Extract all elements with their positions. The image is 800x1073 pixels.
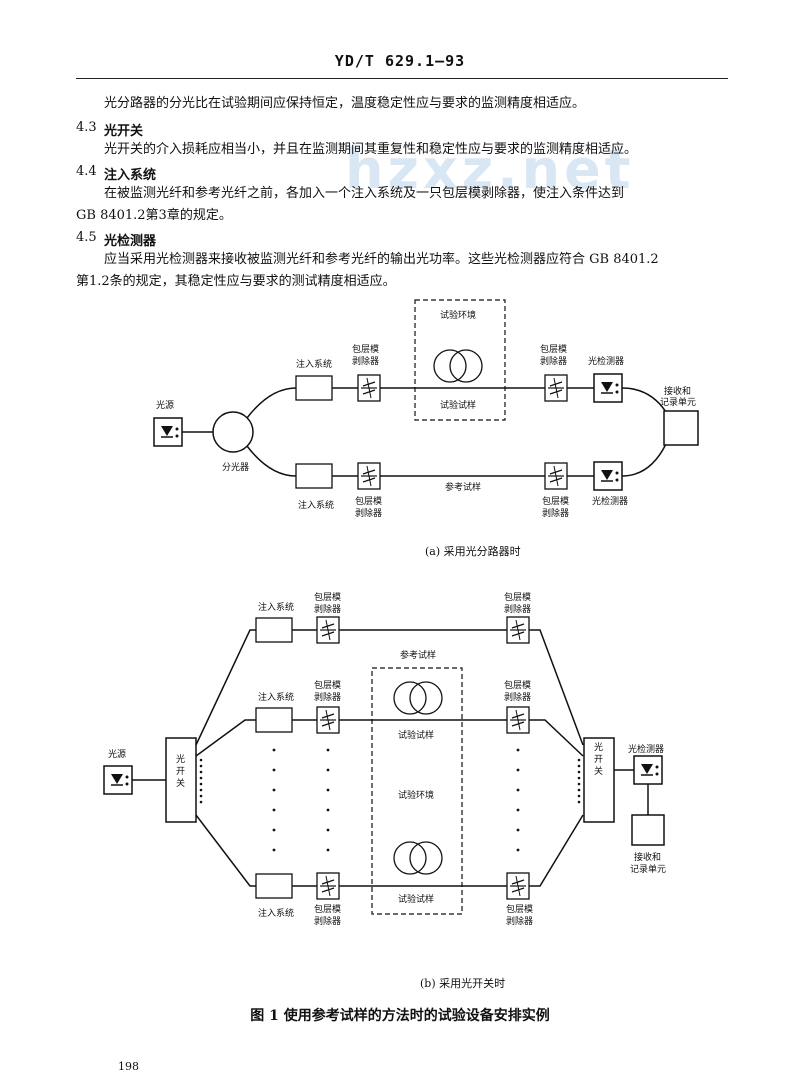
detector-top-label: 光检测器: [588, 355, 624, 367]
injection-b-1: [255, 617, 293, 643]
test-env-b-label: 试验环境: [398, 789, 434, 801]
ref-sample-a-label: 参考试样: [445, 481, 481, 493]
section-4-4-number: 4.4: [76, 164, 97, 179]
injection-b-2: [255, 707, 293, 733]
switch-right-l1: 光: [594, 741, 603, 753]
stripper2-label-l2: 剥除器: [355, 507, 382, 519]
section-4-5-title: 光检测器: [104, 234, 157, 249]
switch-left-l2: 开: [176, 766, 185, 777]
injection-b-3: [255, 873, 293, 899]
injection-system-bottom: [295, 463, 333, 489]
receive-record-unit-a: [663, 410, 699, 446]
injection-b-1-label: 注入系统: [258, 601, 294, 613]
stripper-b2-l1: 包层模: [504, 591, 531, 603]
figure-title: 图 1 使用参考试样的方法时的试验设备安排实例: [250, 1008, 550, 1024]
figure-b-caption: (b) 采用光开关时: [420, 977, 506, 990]
stripper-b3-l2: 剥除器: [314, 691, 341, 703]
stripper1-label-l1: 包层模: [352, 343, 379, 355]
injection-bottom-label: 注入系统: [298, 499, 334, 511]
injection-top-label: 注入系统: [296, 358, 332, 370]
test-sample-b1-label: 试验试样: [398, 729, 434, 741]
switch-right-l2: 开: [594, 754, 603, 765]
recv-a-label-l2: 记录单元: [660, 396, 696, 408]
ref-sample-b-label: 参考试样: [400, 649, 436, 661]
paragraph-switch: 光开关的介入损耗应相当小，并且在监测期间其重复性和稳定性应与要求的监测精度相适应…: [104, 142, 638, 157]
stripper-b3-l1: 包层模: [314, 679, 341, 691]
detector-b-label: 光检测器: [628, 743, 664, 755]
light-source-a-label: 光源: [156, 399, 174, 411]
injection-system-top: [295, 375, 333, 401]
test-env-a-label: 试验环境: [440, 309, 476, 321]
injection-b-3-label: 注入系统: [258, 907, 294, 919]
paragraph-injection-line2: GB 8401.2第3章的规定。: [76, 208, 232, 223]
paragraph-detector-line2: 第1.2条的规定，其稳定性应与要求的测试精度相适应。: [76, 274, 396, 289]
switch-right-l3: 关: [594, 765, 603, 777]
test-sample-a-label: 试验试样: [440, 399, 476, 411]
recv-b-label-l1: 接收和: [634, 851, 661, 863]
stripper-b1-l1: 包层模: [314, 591, 341, 603]
stripper-b4-l1: 包层模: [504, 679, 531, 691]
detector-bottom-label: 光检测器: [592, 495, 628, 507]
standard-code-header: YD/T 629.1—93: [334, 52, 466, 70]
stripper-b5-l2: 剥除器: [314, 915, 341, 927]
splitter-a: [212, 411, 254, 453]
paragraph-injection-line1: 在被监测光纤和参考光纤之前，各加入一个注入系统及一只包层模剥除器，使注入条件达到: [104, 186, 625, 201]
recv-a-label-l1: 接收和: [664, 385, 691, 397]
watermark: hzxz.net: [345, 138, 635, 201]
section-4-5-number: 4.5: [76, 230, 97, 245]
stripper-b1-l2: 剥除器: [314, 603, 341, 615]
stripper3-label-l2: 剥除器: [540, 355, 567, 367]
injection-b-2-label: 注入系统: [258, 691, 294, 703]
splitter-a-label: 分光器: [222, 461, 249, 473]
optical-switch-right: [583, 737, 615, 823]
stripper1-label-l2: 剥除器: [352, 355, 379, 367]
stripper-b6-l2: 剥除器: [506, 915, 533, 927]
figure-a: 光源 分光器 注入系统 包层模 剥除器 试验环境 试验试样 包层模 剥除器 光检…: [153, 299, 699, 519]
stripper2-label-l1: 包层模: [355, 495, 382, 507]
stripper4-label-l2: 剥除器: [542, 507, 569, 519]
optical-switch-left: [165, 737, 197, 823]
header-rule: [76, 78, 728, 79]
receive-record-unit-b: [631, 814, 665, 846]
light-source-b-label: 光源: [108, 748, 126, 760]
test-sample-b2-label: 试验试样: [398, 893, 434, 905]
test-environment-box-a: [414, 299, 506, 421]
figure-b: 光源 光 开 关 注入系统 包层模 剥除器 参考试样 包层模 剥: [103, 591, 666, 927]
stripper-b5-l1: 包层模: [314, 903, 341, 915]
light-source-a: 光源: [153, 399, 183, 447]
switch-left-l3: 关: [176, 777, 185, 789]
stripper-b2-l2: 剥除器: [504, 603, 531, 615]
section-4-4-title: 注入系统: [104, 168, 157, 183]
switch-left-l1: 光: [176, 753, 185, 765]
test-environment-box-b: [371, 667, 463, 915]
section-4-3-title: 光开关: [104, 124, 144, 139]
stripper4-label-l1: 包层模: [542, 495, 569, 507]
paragraph-detector-line1: 应当采用光检测器来接收被监测光纤和参考光纤的输出光功率。这些光检测器应符合 GB…: [104, 252, 659, 267]
paragraph-splitter: 光分路器的分光比在试验期间应保持恒定，温度稳定性应与要求的监测精度相适应。: [104, 96, 586, 111]
stripper-b6-l1: 包层模: [506, 903, 533, 915]
stripper3-label-l1: 包层模: [540, 343, 567, 355]
recv-b-label-l2: 记录单元: [630, 863, 666, 875]
section-4-3-number: 4.3: [76, 120, 97, 135]
page-number: 198: [118, 1060, 139, 1073]
figure-a-caption: (a) 采用光分路器时: [425, 545, 521, 558]
stripper-b4-l2: 剥除器: [504, 691, 531, 703]
